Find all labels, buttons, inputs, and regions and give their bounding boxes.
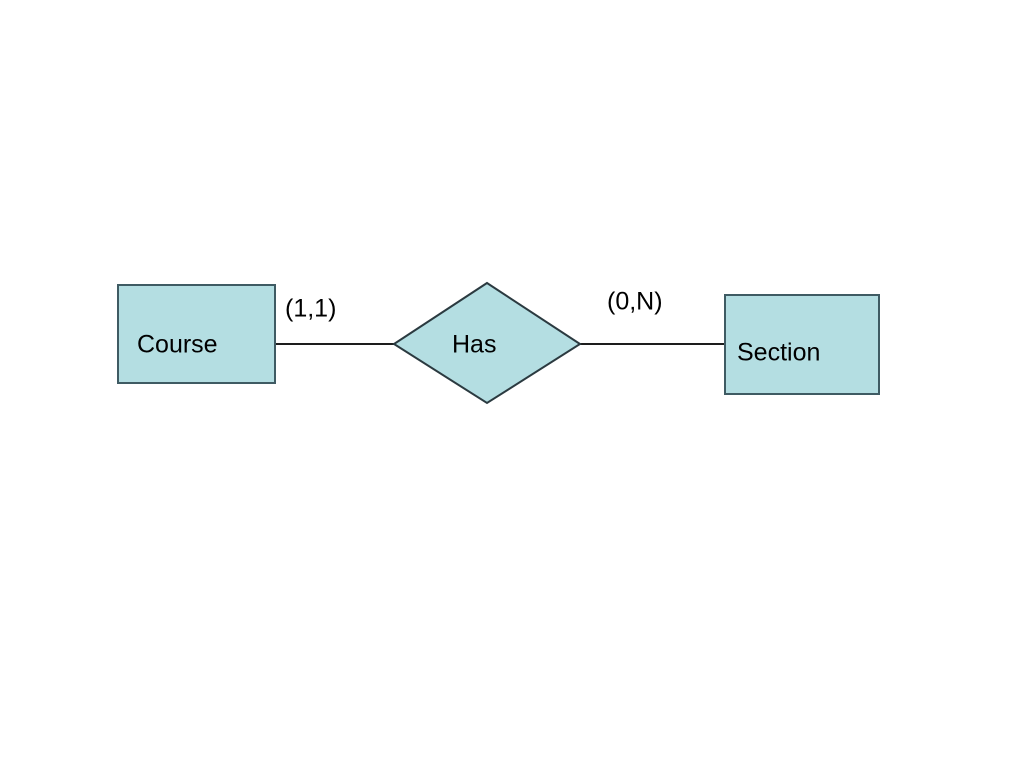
relationship-has[interactable]	[392, 281, 582, 405]
cardinality-course-has: (1,1)	[285, 295, 336, 323]
entity-section[interactable]	[724, 294, 880, 395]
relationship-has-label: Has	[452, 331, 496, 359]
entity-course[interactable]	[117, 284, 276, 384]
entity-course-label: Course	[137, 331, 218, 359]
cardinality-has-section: (0,N)	[607, 288, 663, 316]
entity-section-label: Section	[737, 339, 820, 367]
